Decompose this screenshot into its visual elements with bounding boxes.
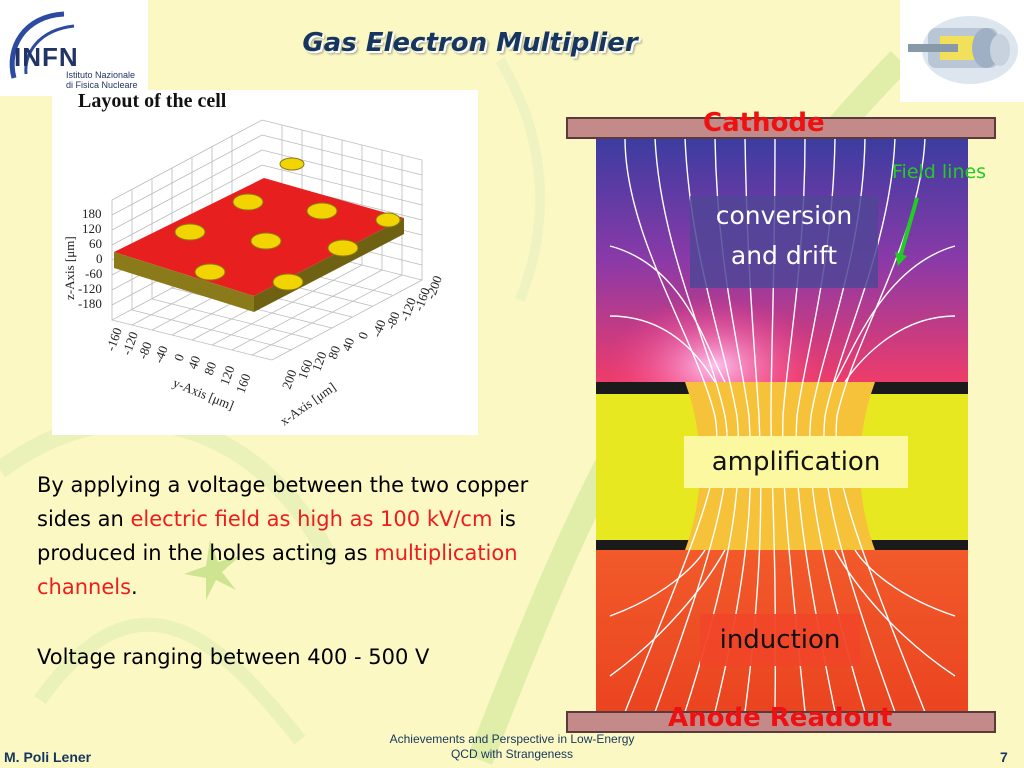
electric-field-highlight: electric field as high as 100 kV/cm — [130, 507, 493, 531]
y-tick: 0 — [171, 352, 187, 363]
gem-holes — [174, 157, 401, 291]
y-tick: 160 — [233, 372, 254, 395]
page-number: 7 — [1000, 749, 1008, 765]
description-text: is produced in the holes acting as — [37, 507, 516, 565]
drift-label: and drift — [730, 241, 838, 270]
infn-logo: INFN Istituto Nazionale di Fisica Nuclea… — [0, 0, 148, 96]
description-paragraph: By applying a voltage between the two co… — [37, 468, 537, 604]
cathode-label: Cathode — [703, 108, 825, 138]
footer-author: M. Poli Lener — [4, 749, 92, 765]
anode-readout-label: Anode Readout — [668, 703, 893, 733]
svg-text:INFN: INFN — [14, 42, 79, 72]
cell-figure-title: Layout of the cell — [78, 90, 227, 112]
z-tick: 180 — [82, 206, 102, 221]
slide-title: Gas Electron Multiplier — [302, 28, 638, 58]
multiplication-channels-highlight: multiplication channels — [37, 541, 518, 599]
description-text: . — [131, 575, 138, 599]
detector-logo — [900, 0, 1024, 102]
field-lines-label: Field lines — [892, 161, 987, 183]
z-tick: 120 — [82, 221, 102, 236]
x-tick: -40 — [369, 318, 389, 339]
voltage-range-text: Voltage ranging between 400 - 500 V — [37, 645, 430, 669]
x-tick: 0 — [355, 330, 371, 341]
y-tick: -80 — [135, 340, 155, 361]
description-text: By applying a voltage between the two co… — [37, 473, 529, 531]
z-axis-label: z-Axis [μm] — [62, 236, 77, 300]
x-tick: 200 — [279, 368, 300, 391]
x-tick: 80 — [325, 344, 344, 361]
infn-subtitle-line2: di Fisica Nucleare — [66, 80, 138, 90]
cathode-electrode — [566, 117, 996, 139]
z-tick: -120 — [78, 281, 102, 296]
detector-logo-icon — [908, 16, 1018, 84]
z-tick: -60 — [85, 266, 102, 281]
kapton-side-left — [114, 252, 254, 312]
z-tick: -180 — [78, 296, 102, 311]
anode-electrode — [566, 711, 996, 733]
footer-conference-line2: QCD with Strangeness — [450, 747, 574, 761]
footer-conference: Achievements and Perspective in Low-Ener… — [360, 732, 664, 762]
field-lines-arrow — [899, 197, 919, 255]
x-tick: -80 — [383, 310, 403, 331]
conversion-label: conversion — [715, 201, 853, 230]
y-tick: -40 — [151, 344, 171, 365]
infn-subtitle: Istituto Nazionale di Fisica Nucleare — [66, 70, 138, 90]
y-tick: 40 — [185, 354, 204, 371]
induction-region-label: induction — [700, 614, 860, 666]
z-tick: 0 — [96, 251, 103, 266]
x-tick: 40 — [339, 336, 358, 353]
infn-logo-icon: INFN — [9, 11, 79, 79]
y-tick: 120 — [217, 364, 238, 387]
x-tick: 160 — [295, 358, 316, 381]
infn-subtitle-line1: Istituto Nazionale — [66, 70, 136, 80]
amplification-region-label: amplification — [684, 436, 908, 488]
x-tick: 120 — [309, 350, 330, 373]
cell-layout-figure: 180 120 60 0 -60 -120 -180 z-Axis [μm] -… — [52, 90, 478, 435]
conversion-drift-region-label: conversion and drift — [690, 196, 878, 288]
y-tick: 80 — [201, 360, 220, 377]
cell-3d-plot: 180 120 60 0 -60 -120 -180 z-Axis [μm] -… — [62, 119, 445, 428]
z-tick: 60 — [89, 236, 102, 251]
footer-conference-line1: Achievements and Perspective in Low-Ener… — [389, 732, 635, 746]
arrow-head-icon — [895, 252, 907, 266]
